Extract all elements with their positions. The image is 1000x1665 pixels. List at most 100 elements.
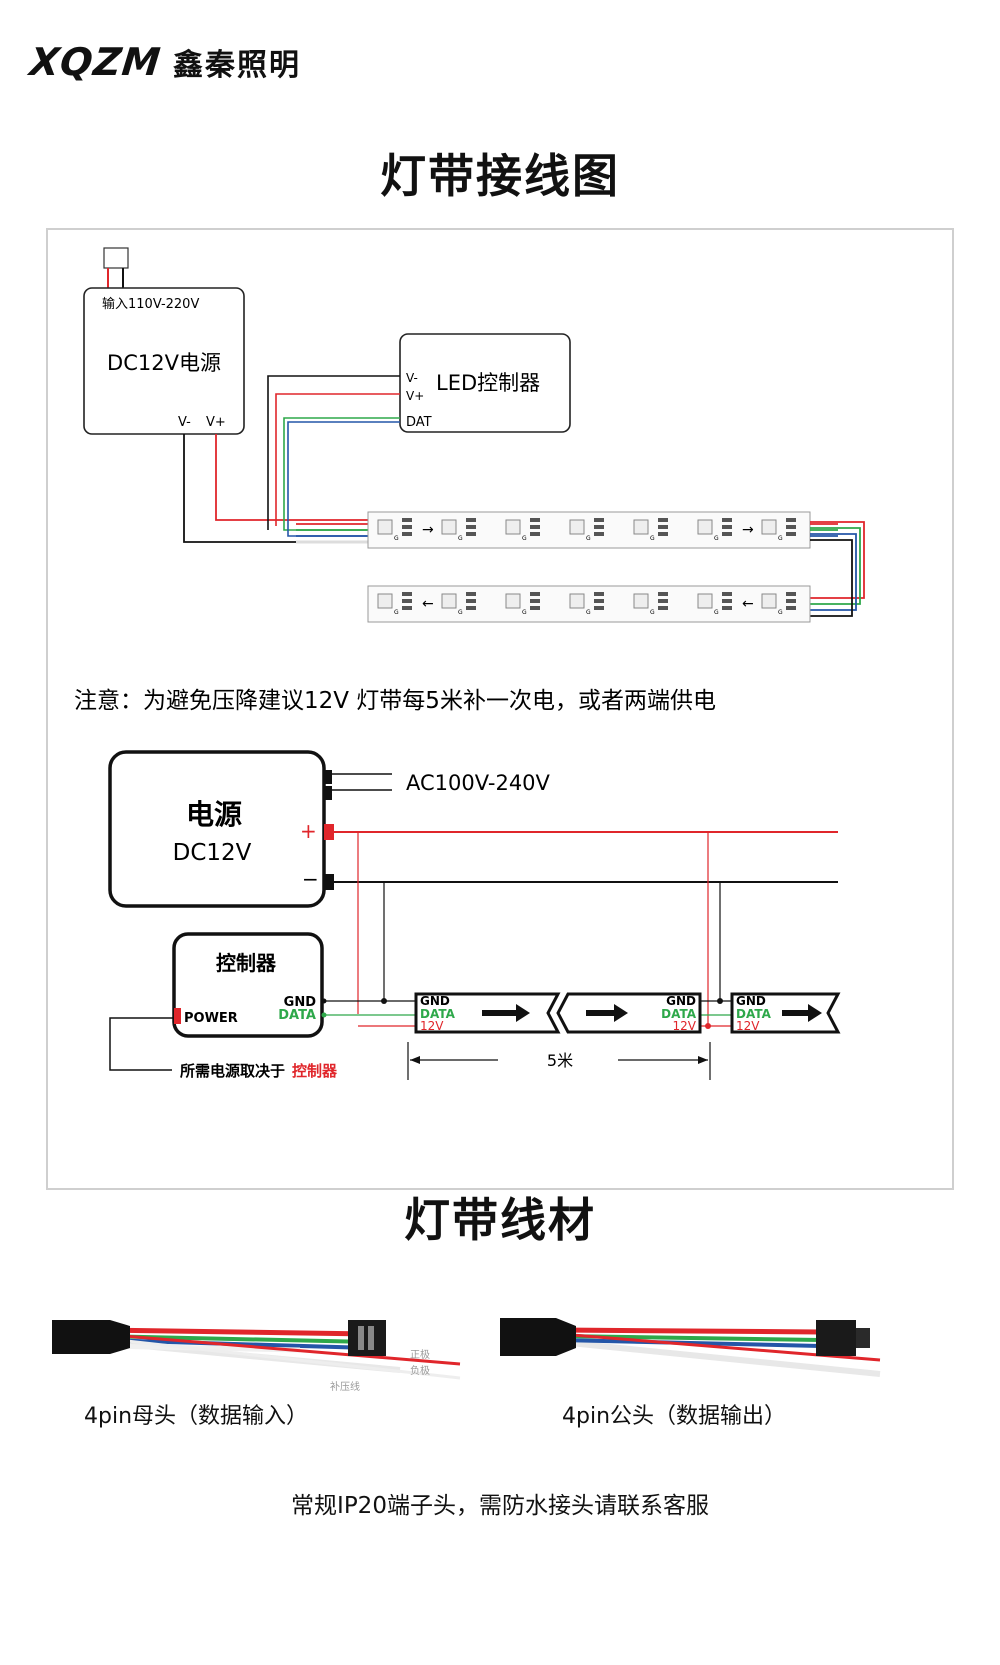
chip-pad [466, 592, 476, 596]
chip-pad [466, 599, 476, 603]
psu-input-label: 输入110V-220V [102, 296, 199, 312]
chip-pad [402, 606, 412, 610]
chip-g-label: G [650, 609, 655, 616]
psu-title: 电源 [186, 798, 242, 831]
chip-g-label: G [714, 535, 719, 542]
chip-pad [594, 606, 604, 610]
chip-g-label: G [394, 535, 399, 542]
label-negative: 负极 [410, 1364, 430, 1377]
led-chip-icon [761, 593, 777, 609]
link-wire-blue [810, 533, 857, 611]
led-chip-icon [505, 593, 521, 609]
seg3-gnd: GND [736, 994, 766, 1008]
chip-pad [594, 592, 604, 596]
chip-pad [530, 592, 540, 596]
led-chip-icon [441, 593, 457, 609]
label-positive: 正极 [410, 1348, 430, 1361]
chip-g-label: G [522, 535, 527, 542]
chip-g-label: G [650, 535, 655, 542]
wiring-diagram-frame: 输入110V-220V DC12V电源 V- V+ V- V+ DAT LED控… [46, 228, 954, 1190]
female-caption: 4pin母头（数据输入） [84, 1404, 309, 1429]
controller-power-wire [109, 1017, 174, 1071]
chip-g-label: G [778, 609, 783, 616]
chip-g-label: G [394, 609, 399, 616]
chip-pad [530, 606, 540, 610]
ctrl-dat-label: DAT [406, 415, 432, 430]
chip-pad [722, 525, 732, 529]
chip-pad [722, 592, 732, 596]
chip-pad [786, 518, 796, 522]
distance-label: 5米 [547, 1051, 573, 1070]
chip-pad [594, 532, 604, 536]
led-chip-icon [505, 519, 521, 535]
chip-pad [722, 599, 732, 603]
male-housing [816, 1320, 856, 1356]
seg3-data: DATA [736, 1007, 772, 1021]
chip-pad [594, 525, 604, 529]
chip-pad [402, 518, 412, 522]
led-chip-icon [697, 593, 713, 609]
power-note-prefix: 所需电源取决于 [180, 1062, 285, 1080]
female-connector-image: 正极 负极 补压线 [52, 1320, 461, 1393]
led-chip-icon [569, 519, 585, 535]
chip-g-label: G [522, 609, 527, 616]
chip-g-label: G [778, 535, 783, 542]
seg3-12v: 12V [736, 1019, 760, 1033]
chip-pad [402, 532, 412, 536]
wire-section-title: 灯带线材 [404, 1193, 596, 1247]
ctrl-vplus-label: V+ [406, 389, 424, 403]
seg1-12v: 12V [420, 1019, 444, 1033]
negative-terminal [324, 874, 334, 890]
chip-pad [658, 525, 668, 529]
arrow-right-icon: → [422, 522, 434, 538]
connector-footnote: 常规IP20端子头，需防水接头请联系客服 [291, 1493, 709, 1519]
power-port-label: POWER [184, 1011, 238, 1026]
chip-pad [658, 606, 668, 610]
ctrl-data-label: DATA [278, 1008, 316, 1023]
led-controller-label: LED控制器 [436, 371, 540, 395]
wiring-diagram: 输入110V-220V DC12V电源 V- V+ V- V+ DAT LED控… [74, 247, 865, 1080]
male-plug-body [500, 1318, 576, 1356]
chip-g-label: G [714, 609, 719, 616]
chip-pad [722, 518, 732, 522]
chip-pad [722, 532, 732, 536]
chip-pad [402, 599, 412, 603]
chip-g-label: G [458, 609, 463, 616]
led-chip-icon [633, 593, 649, 609]
arrow-left-icon: ← [422, 596, 434, 612]
led-chip-icon [697, 519, 713, 535]
chip-g-label: G [458, 535, 463, 542]
chip-pad [786, 599, 796, 603]
ac-plug-icon [103, 247, 129, 269]
label-power-fill: 补压线 [330, 1380, 360, 1393]
led-chip-icon [761, 519, 777, 535]
chip-pad [786, 592, 796, 596]
led-chip-icon [377, 519, 393, 535]
psu-box [83, 287, 245, 435]
ctrl-vminus-label: V- [406, 371, 418, 385]
chip-pad [594, 599, 604, 603]
psu-vplus-label: V+ [206, 415, 226, 430]
controller-title: 控制器 [216, 951, 277, 975]
chip-pad [658, 518, 668, 522]
chip-g-label: G [586, 535, 591, 542]
chip-pad [530, 532, 540, 536]
chip-pad [402, 592, 412, 596]
chip-pad [530, 518, 540, 522]
link-wire-green [810, 527, 861, 605]
voltage-drop-note: 注意：为避免压降建议12V 灯带每5米补一次电，或者两端供电 [74, 688, 716, 714]
plus-sign: + [300, 819, 317, 843]
chip-pad [466, 532, 476, 536]
flow-arrows [482, 1004, 822, 1022]
led-chip-icon [377, 593, 393, 609]
chip-pad [530, 525, 540, 529]
male-connector-image [500, 1318, 881, 1377]
chip-pad [466, 606, 476, 610]
chip-pad [786, 525, 796, 529]
chip-pad [402, 525, 412, 529]
link-wire-red [810, 521, 865, 599]
seg2-12v: 12V [673, 1019, 697, 1033]
chip-pad [786, 532, 796, 536]
brand-name: 鑫秦照明 [172, 48, 301, 83]
